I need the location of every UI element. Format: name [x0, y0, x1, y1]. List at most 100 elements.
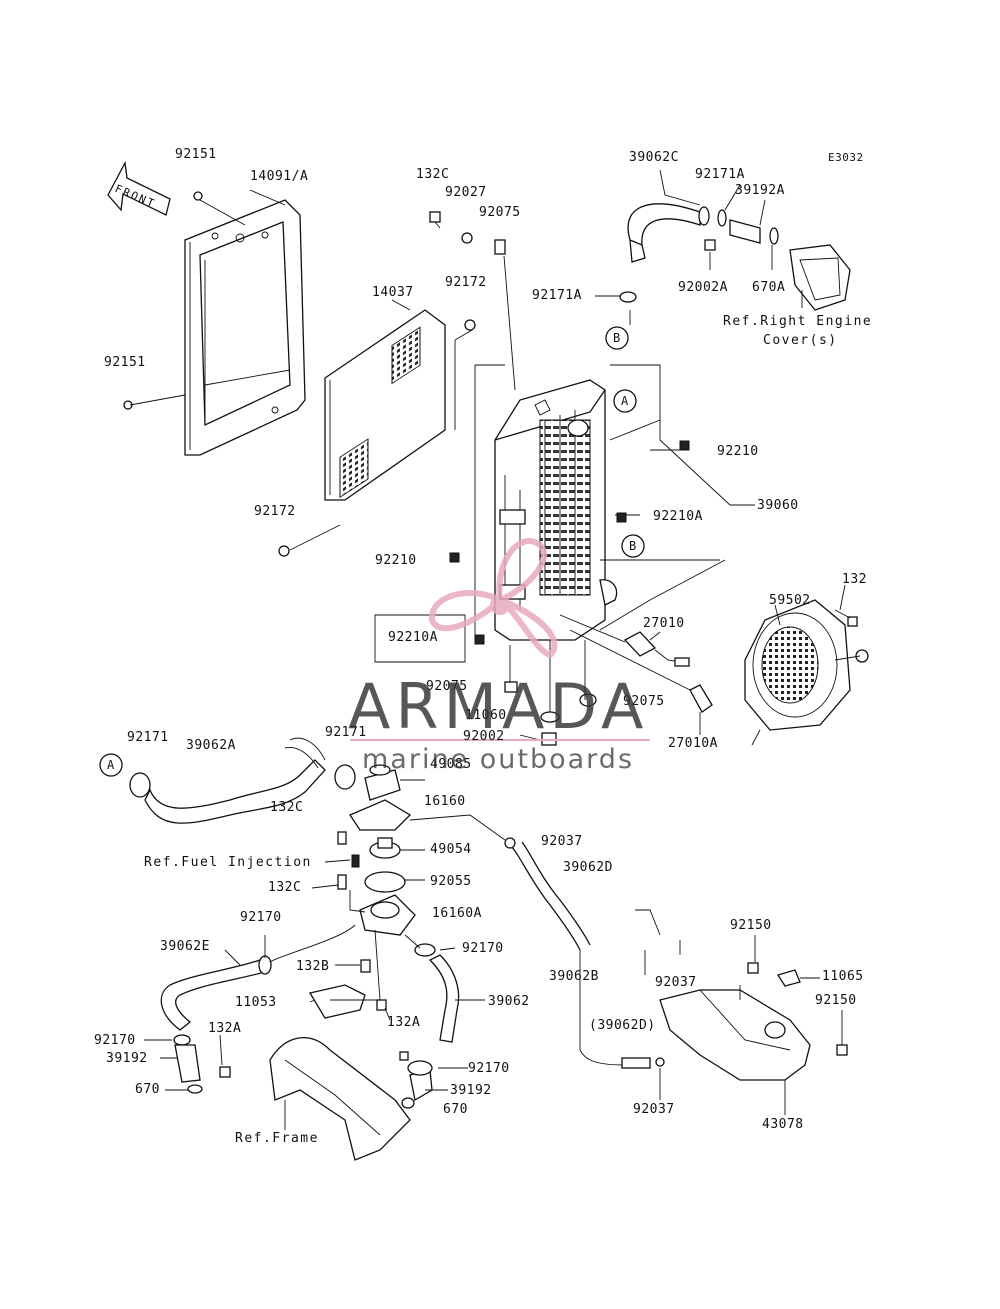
hose-39062d-lower — [621, 1057, 651, 1069]
hose-39062e — [160, 959, 266, 1031]
part-label: 92027 — [445, 185, 487, 200]
bushing-92075-right — [579, 693, 597, 707]
part-label: 49054 — [430, 842, 472, 857]
cap-11065 — [776, 969, 801, 987]
fan-switch-27010 — [623, 631, 690, 667]
part-label: 92151 — [175, 147, 217, 162]
front-arrow-icon — [107, 160, 171, 216]
diagram-code: E3032 — [828, 151, 864, 164]
clip-92210a-right — [616, 512, 627, 523]
hose-39062 — [428, 954, 460, 1043]
part-label: 92037 — [655, 975, 697, 990]
bolt-132c-mid — [337, 874, 347, 890]
part-label: 92170 — [94, 1033, 136, 1048]
part-label: 92210 — [717, 444, 759, 459]
thermostat-cover-49085 — [364, 764, 401, 801]
part-label: 92170 — [462, 941, 504, 956]
part-label: 132A — [208, 1021, 242, 1036]
part-label: 92170 — [240, 910, 282, 925]
hose-39062a — [144, 737, 326, 824]
callout-letter-a: A — [107, 758, 115, 772]
clip-92210a-left — [474, 634, 485, 645]
part-label: 92171A — [532, 288, 582, 303]
callout-letter-a: A — [621, 394, 629, 408]
fan-59502 — [744, 599, 869, 746]
part-label: 92171 — [325, 725, 367, 740]
bolt-132b — [360, 959, 371, 973]
callout-letter-b: B — [613, 331, 621, 345]
part-label: 39062D — [563, 860, 613, 875]
part-label: 92170 — [468, 1061, 510, 1076]
part-label: 11065 — [822, 969, 864, 984]
bracket-11053 — [308, 984, 366, 1019]
part-label: 132C — [416, 167, 450, 182]
leader-lines-upper — [129, 189, 516, 551]
clip-92210-right — [679, 440, 690, 451]
bolt-92002a — [704, 239, 716, 251]
part-label: 132 — [842, 572, 867, 587]
part-label: 39192 — [106, 1051, 148, 1066]
clamp-92037-lower — [655, 1057, 665, 1067]
bolt-132c-left — [337, 831, 347, 845]
hose-39062c — [627, 203, 701, 263]
clamp-92170-lower-left — [173, 1034, 191, 1046]
bolt-132a-left — [219, 1066, 231, 1078]
part-label: 39192A — [735, 183, 785, 198]
ref-label: Ref.Right Engine — [723, 314, 873, 329]
part-label: 16160A — [432, 906, 482, 921]
part-label: 92172 — [445, 275, 487, 290]
bolt-92150-top — [747, 962, 759, 974]
part-label: 92210 — [375, 553, 417, 568]
clamp-92171-left — [129, 772, 151, 798]
ref-label: Cover(s) — [763, 333, 838, 348]
part-label: 92210A — [653, 509, 703, 524]
frame-ref — [269, 1037, 411, 1161]
radiator-screen-14037 — [324, 309, 446, 501]
clamp-92170-mid — [414, 943, 436, 957]
washer-92027 — [461, 232, 473, 244]
part-label: 11060 — [465, 708, 507, 723]
part-label: 59502 — [769, 593, 811, 608]
part-label: 92055 — [430, 874, 472, 889]
bolt-132c-top — [429, 211, 441, 229]
leader-lines-reservoir — [659, 935, 843, 1115]
leader-lines-fan — [774, 584, 851, 626]
radiator-bracket-lines — [474, 364, 755, 640]
oring-670-left — [187, 1084, 203, 1094]
part-label: 92150 — [730, 918, 772, 933]
bushing-92075-left — [504, 681, 518, 693]
part-label: 92075 — [623, 694, 665, 709]
bolt-132a-mid — [376, 999, 387, 1011]
watermark-tagline: marine outboards — [362, 744, 635, 775]
part-label: 92075 — [426, 679, 468, 694]
part-label: 92002 — [463, 729, 505, 744]
reservoir-43078 — [659, 985, 811, 1081]
part-label: (39062D) — [589, 1018, 656, 1033]
part-label: 39062 — [488, 994, 530, 1009]
bushing-92075-top — [494, 239, 506, 255]
radiator-shroud-14091 — [184, 199, 306, 456]
part-label: 92037 — [633, 1102, 675, 1117]
part-label: 670 — [443, 1102, 468, 1117]
part-label: 670A — [752, 280, 786, 295]
part-label: 11053 — [235, 995, 277, 1010]
part-label: 49085 — [430, 757, 472, 772]
clip-92210-left — [449, 552, 460, 563]
part-label: 132A — [387, 1015, 421, 1030]
clamp-92171a-upper — [698, 206, 710, 226]
hose-39062b — [579, 909, 661, 1066]
part-label: 92002A — [678, 280, 728, 295]
clamp-92171-right — [334, 764, 356, 790]
pipe-39192a — [729, 219, 761, 244]
part-label: 39062A — [186, 738, 236, 753]
bolt-132-fan — [847, 616, 858, 627]
part-label: 27010 — [643, 616, 685, 631]
part-label: 670 — [135, 1082, 160, 1097]
sensor-fuel-injection — [351, 854, 360, 868]
clamp-92170-upper-left — [258, 955, 272, 975]
part-label: 14037 — [372, 285, 414, 300]
oring-92055 — [364, 871, 406, 893]
part-label: 39062C — [629, 150, 679, 165]
part-label: 92151 — [104, 355, 146, 370]
